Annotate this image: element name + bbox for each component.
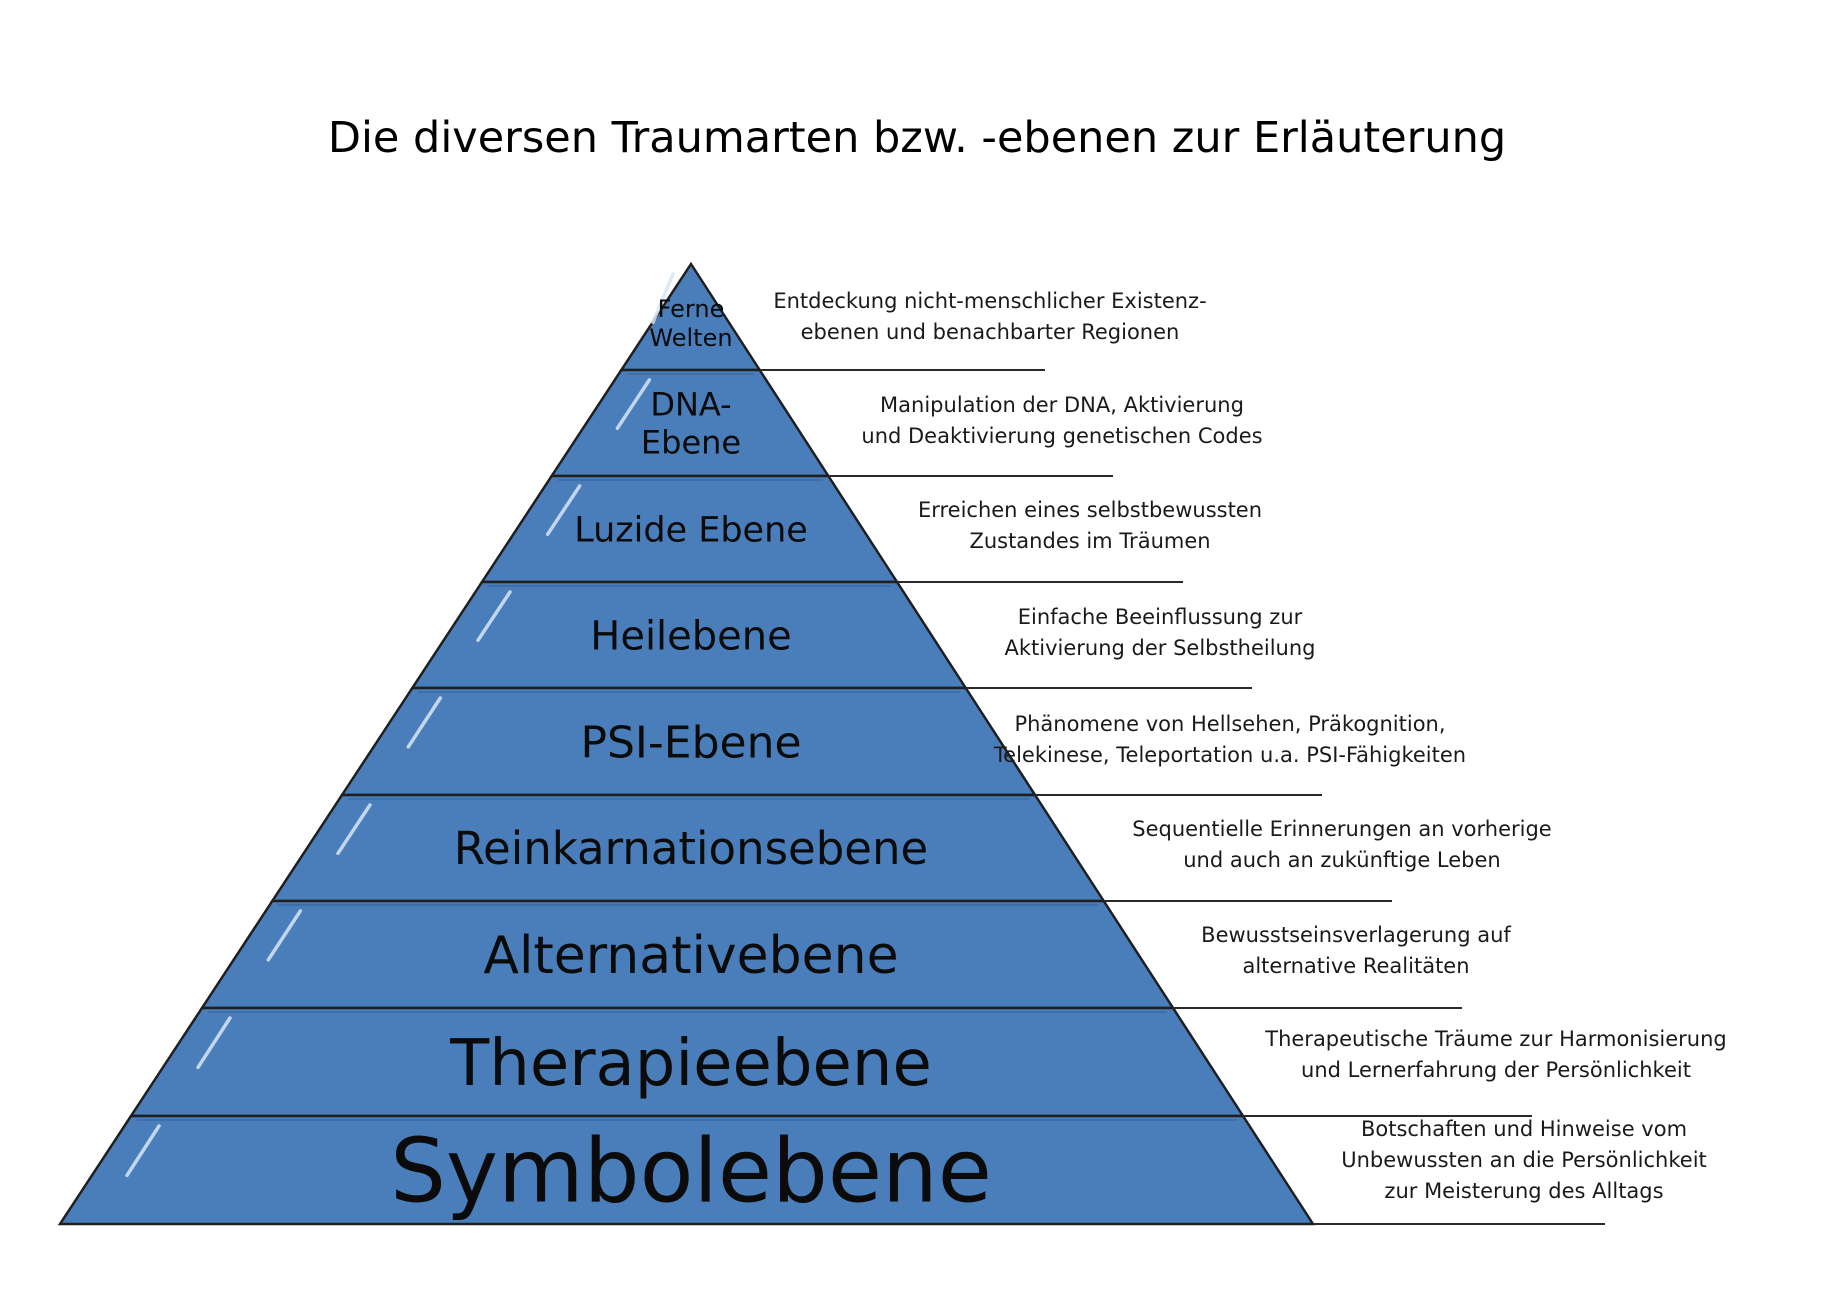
level-description: Manipulation der DNA, Aktivierung	[880, 393, 1244, 417]
level-description: Telekinese, Teleportation u.a. PSI-Fähig…	[993, 743, 1466, 767]
level-description: Aktivierung der Selbstheilung	[1004, 636, 1315, 660]
band-highlight	[196, 1016, 232, 1070]
band-highlight	[336, 803, 372, 856]
level-label: Welten	[649, 324, 732, 352]
level-label: Alternativebene	[483, 926, 898, 986]
pyramid-bands	[57, 261, 1316, 1226]
level-label: Symbolebene	[390, 1120, 992, 1223]
level-descriptions: Entdeckung nicht-menschlicher Existenz-e…	[759, 289, 1727, 1225]
level-description: Therapeutische Träume zur Harmonisierung	[1264, 1027, 1726, 1051]
level-description: und Deaktivierung genetischen Codes	[861, 424, 1262, 448]
level-label: Therapieebene	[449, 1027, 932, 1101]
level-description: Botschaften und Hinweise vom	[1361, 1117, 1687, 1141]
level-description: Erreichen eines selbstbewussten	[918, 498, 1262, 522]
level-description: ebenen und benachbarter Regionen	[801, 320, 1180, 344]
band-highlight	[125, 1124, 161, 1178]
level-description: und auch an zukünftige Leben	[1183, 848, 1500, 872]
level-description: Entdeckung nicht-menschlicher Existenz-	[773, 289, 1206, 313]
level-description: Einfache Beeinflussung zur	[1018, 605, 1303, 629]
level-description: und Lernerfahrung der Persönlichkeit	[1301, 1058, 1691, 1082]
level-label: Ebene	[641, 424, 741, 462]
diagram-title: Die diversen Traumarten bzw. -ebenen zur…	[328, 113, 1506, 163]
level-description: Sequentielle Erinnerungen an vorherige	[1132, 817, 1551, 841]
band-highlight	[266, 909, 303, 962]
band-highlight	[406, 696, 443, 749]
level-description: zur Meisterung des Alltags	[1384, 1179, 1663, 1203]
level-description: Zustandes im Träumen	[969, 529, 1210, 553]
level-description: alternative Realitäten	[1242, 954, 1469, 978]
level-description: Unbewussten an die Persönlichkeit	[1341, 1148, 1707, 1172]
level-label: Ferne	[658, 295, 725, 323]
band-highlight	[476, 590, 512, 643]
level-description: Phänomene von Hellsehen, Präkognition,	[1014, 712, 1445, 736]
level-label: Heilebene	[590, 613, 791, 659]
level-description: Bewusstseinsverlagerung auf	[1201, 923, 1511, 947]
level-label: Reinkarnationsebene	[454, 822, 928, 875]
band-highlight	[651, 272, 675, 325]
level-label: DNA-	[650, 385, 731, 423]
level-label: Luzide Ebene	[574, 511, 808, 551]
band-highlight	[545, 484, 582, 537]
band-highlight	[615, 378, 652, 431]
level-label: PSI-Ebene	[580, 717, 801, 768]
